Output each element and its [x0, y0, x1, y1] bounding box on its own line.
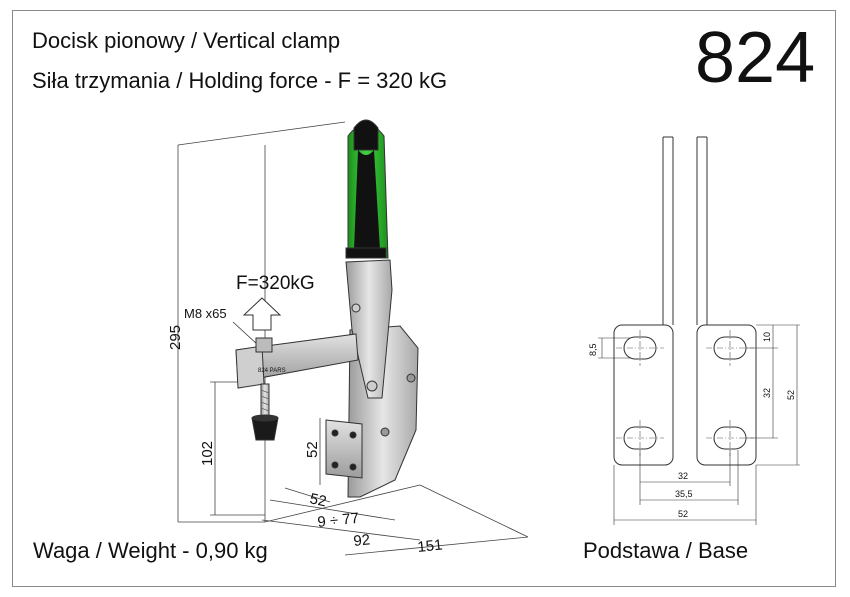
base-centerlines [616, 330, 754, 456]
clamp-dimension-lines [177, 121, 529, 556]
force-arrow-icon [242, 297, 282, 331]
drawing-frame [12, 10, 836, 587]
dim-total-length: 151 [417, 536, 444, 556]
model-number: 824 [695, 18, 816, 98]
dim-hole-diameter: 8,5 [588, 343, 598, 356]
dim-arm-reach: 92 [353, 531, 371, 550]
base-caption: Podstawa / Base [583, 538, 749, 563]
clamp-illustration: 824 PARS [235, 119, 419, 498]
screw-leader-line [232, 321, 259, 346]
dim-base-width: 52 [308, 490, 328, 510]
dim-hole-spacing-vertical: 32 [762, 388, 772, 398]
dim-slot-span: 35,5 [675, 489, 693, 499]
dim-edge-offset: 10 [762, 332, 772, 342]
dim-hole-spacing-horizontal: 32 [678, 471, 688, 481]
dim-base-height: 52 [304, 441, 321, 458]
base-dimension-lines [598, 324, 800, 525]
force-label: F=320kG [236, 273, 315, 294]
dim-spindle-height: 102 [199, 441, 216, 466]
title-holding-force: Siła trzymania / Holding force - F = 320… [32, 68, 448, 93]
dim-base-height-total: 52 [786, 390, 796, 400]
title-clamp-type: Docisk pionowy / Vertical clamp [32, 28, 341, 53]
weight-label: Waga / Weight - 0,90 kg [33, 538, 268, 563]
dim-base-width-total: 52 [678, 509, 688, 519]
dim-total-height: 295 [167, 325, 184, 350]
arm-engraving: 824 PARS [258, 368, 286, 374]
base-plate-drawing [613, 136, 757, 466]
dim-spindle-range: 9 ÷ 77 [317, 510, 360, 531]
screw-label: M8 x65 [184, 306, 227, 321]
